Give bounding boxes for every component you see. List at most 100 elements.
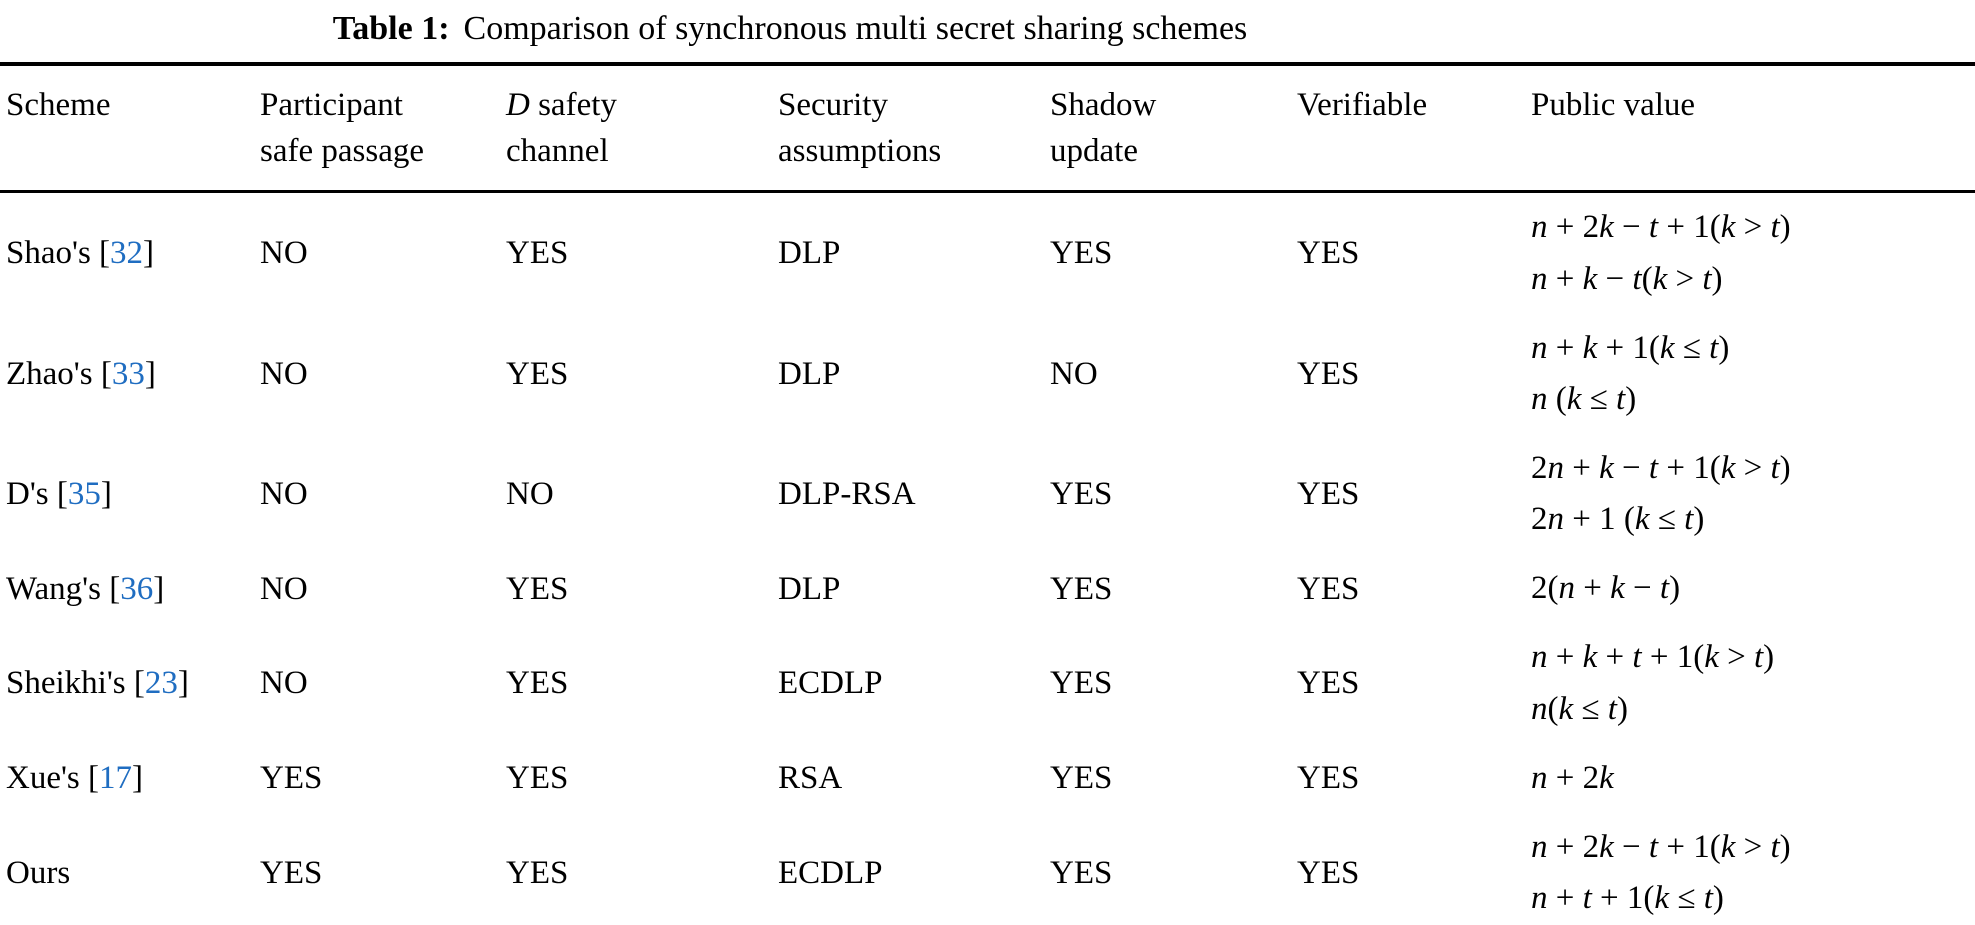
public-value-expression: n + 2k [1531, 759, 1614, 796]
verifiable-cell: YES [1297, 759, 1360, 796]
public-value-expression: n(k ≤ t) [1531, 690, 1628, 727]
participant-safe-passage-cell: NO [260, 665, 308, 702]
participant-safe-passage-cell: YES [260, 854, 323, 891]
public-value-expression: 2(n + k − t) [1531, 570, 1681, 607]
column-header-d-safety-channel: D safety channel [506, 64, 778, 194]
table-title: Table 1: Comparison of synchronous multi … [0, 0, 1580, 62]
security-assumptions-cell: RSA [778, 759, 843, 796]
comparison-table: Scheme Participant safe passage D safety cha… [0, 62, 1975, 925]
citation-link[interactable]: 33 [111, 355, 145, 392]
citation-link[interactable]: 36 [120, 570, 154, 607]
d-safety-channel-cell: NO [506, 475, 554, 512]
d-safety-channel-cell: YES [506, 759, 569, 796]
shadow-update-cell: YES [1050, 854, 1113, 891]
d-safety-channel-cell: YES [506, 854, 569, 891]
scheme-cell: D's [35] [6, 475, 112, 512]
column-header-scheme: Scheme [0, 64, 260, 194]
public-value-expression: 2n + 1 (k ≤ t) [1531, 501, 1705, 538]
participant-safe-passage-cell: NO [260, 355, 308, 392]
header-line: channel [506, 133, 609, 170]
public-value-cell: 2(n + k − t) [1531, 554, 1975, 623]
scheme-cell: Zhao's [33] [6, 355, 156, 392]
verifiable-cell: YES [1297, 235, 1360, 272]
header-line: D safety [506, 87, 617, 123]
scheme-cell: Xue's [17] [6, 759, 144, 796]
column-header-public-value: Public value [1531, 64, 1975, 194]
security-assumptions-cell: DLP [778, 235, 841, 272]
shadow-update-cell: YES [1050, 759, 1113, 796]
public-value-expression: n + t + 1(k ≤ t) [1531, 879, 1724, 916]
scheme-name: Ours [6, 854, 71, 891]
d-safety-channel-cell: YES [506, 235, 569, 272]
participant-safe-passage-cell: YES [260, 759, 323, 796]
scheme-name: Zhao's [6, 355, 93, 392]
scheme-name: Shao's [6, 235, 91, 272]
verifiable-cell: YES [1297, 665, 1360, 702]
table-row: D's [35] NO NO DLP-RSA YES YES 2n + k − t + 1(… [0, 434, 1975, 554]
scheme-name: Wang's [6, 570, 101, 607]
security-assumptions-cell: DLP [778, 355, 841, 392]
scheme-cell: Shao's [32] [6, 235, 155, 272]
public-value-cell: n + 2k − t + 1(k > t)n + k − t(k > t) [1531, 192, 1975, 314]
shadow-update-cell: YES [1050, 570, 1113, 607]
public-value-expression: n + k + t + 1(k > t) [1531, 639, 1775, 676]
verifiable-cell: YES [1297, 355, 1360, 392]
public-value-cell: n + k + t + 1(k > t) n(k ≤ t) [1531, 623, 1975, 743]
table-row: Wang's [36] NO YES DLP YES YES 2(n + k − t) [0, 554, 1975, 623]
shadow-update-cell: YES [1050, 475, 1113, 512]
verifiable-cell: YES [1297, 475, 1360, 512]
participant-safe-passage-cell: NO [260, 475, 308, 512]
table-row: Zhao's [33] NO YES DLP NO YES n + k + 1(k ≤ t)… [0, 314, 1975, 434]
column-header-participant-safe-passage: Participant safe passage [260, 64, 506, 194]
shadow-update-cell: NO [1050, 355, 1098, 392]
header-line: Verifiable [1297, 87, 1428, 123]
scheme-name: Sheikhi's [6, 665, 126, 702]
header-line: update [1050, 133, 1138, 170]
participant-safe-passage-cell: NO [260, 235, 308, 272]
table-row: Xue's [17] YES YES RSA YES YES n + 2k [0, 744, 1975, 813]
d-safety-channel-cell: YES [506, 355, 569, 392]
security-assumptions-cell: DLP [778, 570, 841, 607]
public-value-cell: n + 2k − t + 1(k > t) n + t + 1(k ≤ t) [1531, 813, 1975, 925]
header-line: Public value [1531, 87, 1696, 123]
shadow-update-cell: YES [1050, 235, 1113, 272]
header-line: Scheme [6, 87, 111, 123]
public-value-cell: 2n + k − t + 1(k > t) 2n + 1 (k ≤ t) [1531, 434, 1975, 554]
security-assumptions-cell: DLP-RSA [778, 475, 916, 512]
scheme-cell: Ours [0, 813, 260, 925]
citation-link[interactable]: 32 [110, 235, 144, 272]
citation-link[interactable]: 23 [144, 665, 178, 702]
table-caption: Comparison of synchronous multi secret s… [463, 10, 1248, 47]
table-row: Shao's [32] NO YES DLP YES YES n + 2k − t + 1(… [0, 192, 1975, 314]
header-line: safe passage [260, 133, 425, 170]
public-value-expression: 2n + k − t + 1(k > t) [1531, 449, 1791, 486]
header-line: Security [778, 87, 888, 123]
public-value-expression: n + 2k − t + 1(k > t) [1531, 828, 1791, 865]
citation-link[interactable]: 17 [99, 759, 133, 796]
public-value-cell: n + k + 1(k ≤ t)n (k ≤ t) [1531, 314, 1975, 434]
header-line: assumptions [778, 133, 942, 170]
scheme-name: D's [6, 475, 49, 512]
table-row: Ours YES YES ECDLP YES YES n + 2k − t + 1(k > … [0, 813, 1975, 925]
d-safety-channel-cell: YES [506, 570, 569, 607]
scheme-name: Xue's [6, 759, 80, 796]
table-number-label: Table 1: [332, 10, 450, 47]
verifiable-cell: YES [1297, 854, 1360, 891]
column-header-security-assumptions: Security assumptions [778, 64, 1050, 194]
security-assumptions-cell: ECDLP [778, 854, 883, 891]
verifiable-cell: YES [1297, 570, 1360, 607]
public-value-expression: n + 2k − t + 1(k > t) [1531, 209, 1791, 246]
scheme-cell: Sheikhi's [23] [6, 665, 189, 702]
participant-safe-passage-cell: NO [260, 570, 308, 607]
column-header-verifiable: Verifiable [1297, 64, 1531, 194]
d-safety-channel-cell: YES [506, 665, 569, 702]
security-assumptions-cell: ECDLP [778, 665, 883, 702]
scheme-cell: Wang's [36] [6, 570, 165, 607]
table-header-row: Scheme Participant safe passage D safety cha… [0, 64, 1975, 194]
citation-link[interactable]: 35 [67, 475, 101, 512]
public-value-cell: n + 2k [1531, 744, 1975, 813]
header-line: Participant [260, 87, 403, 123]
